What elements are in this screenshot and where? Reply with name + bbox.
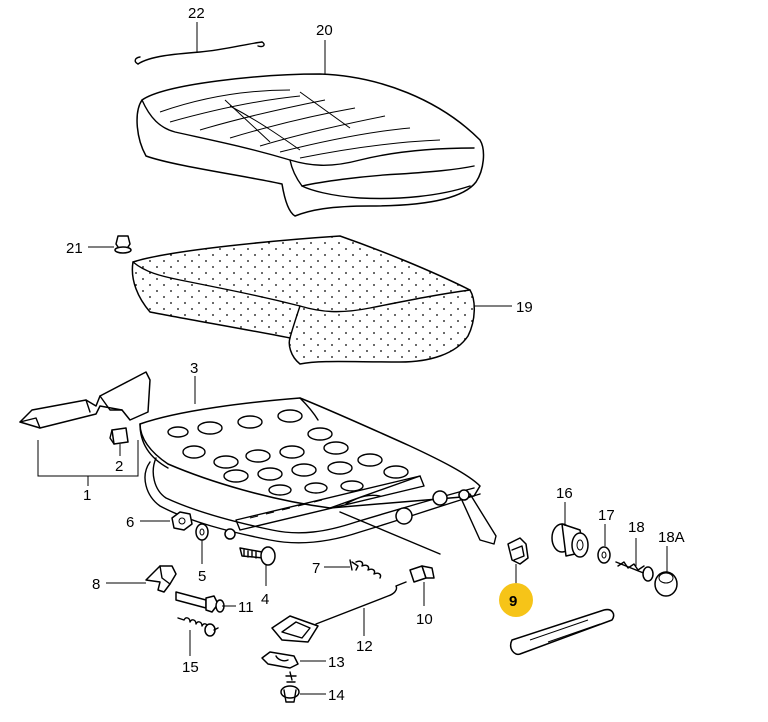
label-5: 5 — [198, 568, 206, 585]
highlight-9-badge[interactable] — [499, 583, 533, 617]
small-washer-drawing — [597, 546, 611, 564]
clip-drawing — [114, 235, 132, 254]
label-14: 14 — [328, 687, 345, 704]
label-4: 4 — [261, 591, 269, 608]
cap-drawing — [654, 571, 678, 597]
label-18: 18 — [628, 519, 645, 536]
bearing-block-drawing — [409, 565, 435, 583]
cover-hook-wire-drawing — [134, 41, 265, 65]
label-22: 22 — [188, 5, 205, 22]
label-19: 19 — [516, 299, 533, 316]
label-8: 8 — [92, 576, 100, 593]
screw-drawing — [280, 671, 300, 703]
seat-cover-drawing — [136, 73, 485, 217]
lever-handle-drawing — [145, 565, 177, 593]
bushing-drawing — [551, 523, 589, 558]
label-12: 12 — [356, 638, 373, 655]
label-21: 21 — [66, 240, 83, 257]
pin-drawing — [175, 591, 225, 613]
threaded-stud-drawing — [177, 617, 219, 637]
rod-drawing — [509, 608, 615, 656]
label-16: 16 — [556, 485, 573, 502]
hex-nut-drawing — [171, 511, 193, 531]
side-trim-drawing — [19, 371, 151, 429]
label-18a: 18A — [658, 529, 685, 546]
label-9[interactable]: 9 — [509, 593, 517, 610]
seat-frame-drawing — [139, 397, 497, 555]
label-1: 1 — [83, 487, 91, 504]
bolt-drawing — [239, 546, 276, 566]
label-10: 10 — [416, 611, 433, 628]
label-7: 7 — [312, 560, 320, 577]
seat-cushion-drawing — [131, 235, 475, 365]
long-screw-drawing — [615, 561, 654, 582]
release-cable-drawing — [271, 581, 407, 643]
label-20: 20 — [316, 22, 333, 39]
label-11: 11 — [238, 599, 254, 616]
clamp-drawing — [507, 537, 529, 565]
spring-drawing — [349, 559, 382, 579]
label-3: 3 — [190, 360, 198, 377]
label-2: 2 — [115, 458, 123, 475]
label-15: 15 — [182, 659, 199, 676]
washer-drawing — [195, 523, 209, 541]
bracket-drawing — [261, 651, 299, 669]
label-17: 17 — [598, 507, 615, 524]
label-13: 13 — [328, 654, 345, 671]
retaining-clip-drawing — [109, 427, 129, 445]
label-6: 6 — [126, 514, 134, 531]
